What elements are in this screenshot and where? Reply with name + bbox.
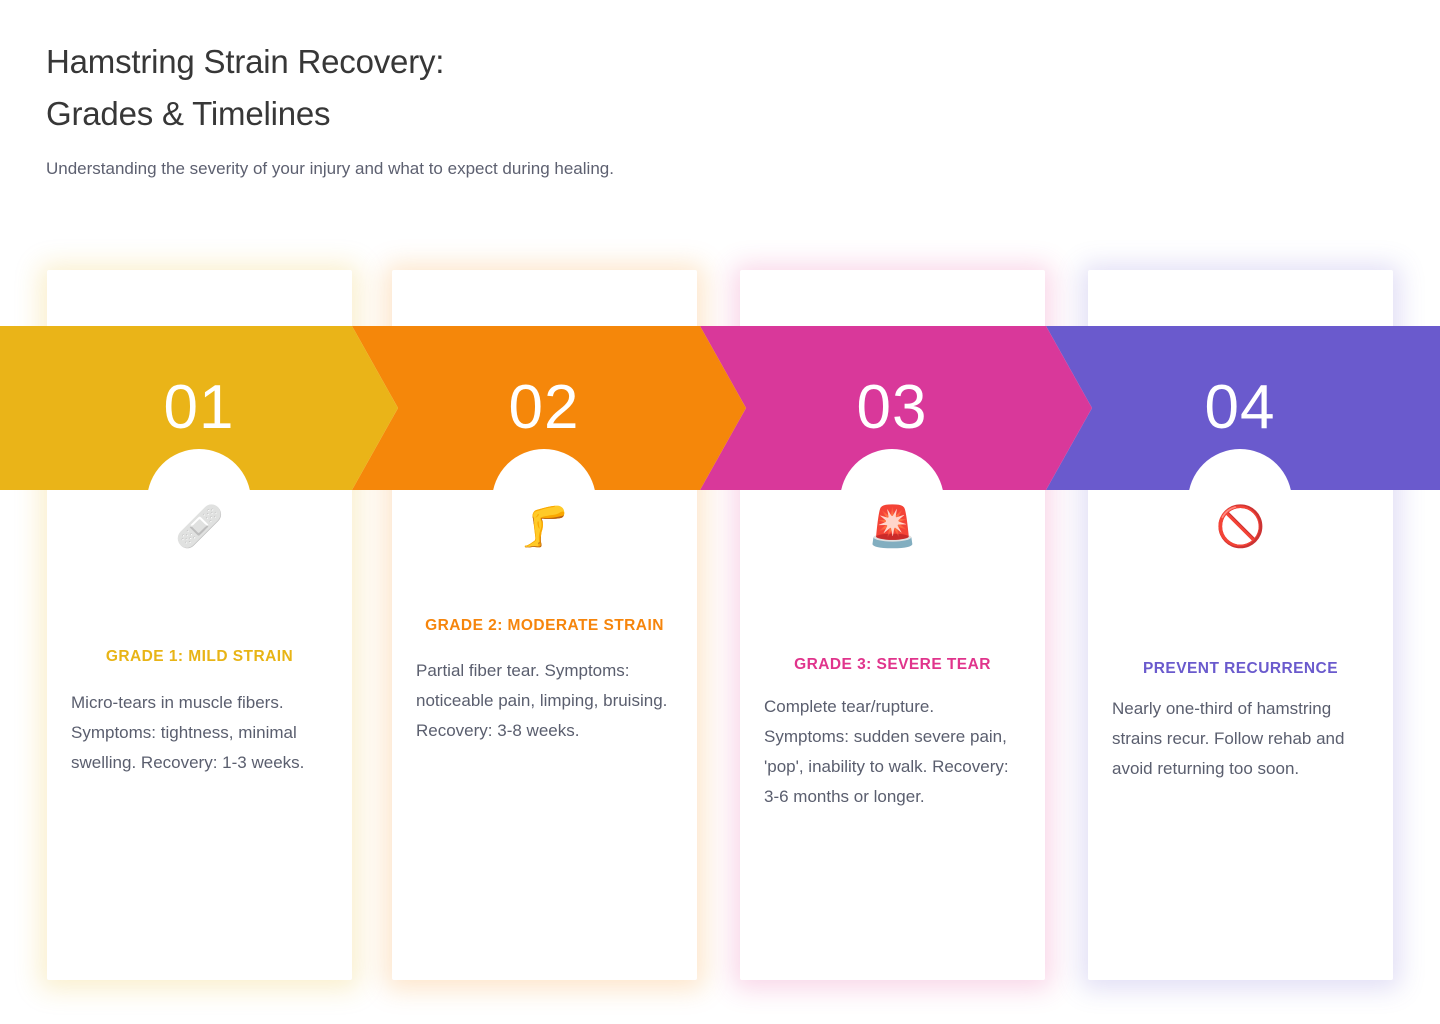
chevron-banner [0, 326, 1440, 490]
step-card-label-2: GRADE 2: MODERATE STRAIN [425, 617, 664, 634]
step-card-body-3: Complete tear/rupture. Symptoms: sudden … [764, 697, 1009, 806]
adhesive-bandage-icon: 🩹 [174, 505, 225, 549]
chevron-step-4 [1046, 326, 1440, 490]
prohibited-icon: 🚫 [1215, 505, 1266, 549]
step-card-label-3: GRADE 3: SEVERE TEAR [794, 656, 991, 673]
page-header: Hamstring Strain Recovery: Grades & Time… [46, 36, 806, 183]
chevron-step-2 [352, 326, 746, 490]
step-card-body-1: Micro-tears in muscle fibers. Symptoms: … [71, 693, 305, 772]
page-subtitle: Understanding the severity of your injur… [46, 159, 614, 178]
chevron-step-1 [0, 326, 398, 490]
step-card-body-2: Partial fiber tear. Symptoms: noticeable… [416, 661, 668, 740]
page-title-line-2: Grades & Timelines [46, 95, 331, 132]
step-card-body-4: Nearly one-third of hamstring strains re… [1112, 699, 1345, 778]
police-car-light-icon: 🚨 [867, 505, 918, 549]
step-card-label-1: GRADE 1: MILD STRAIN [105, 648, 294, 665]
leg-icon: 🦵 [519, 505, 570, 549]
page-title-line-1: Hamstring Strain Recovery: [46, 43, 445, 80]
step-card-label-4: PREVENT RECURRENCE [1143, 660, 1338, 677]
chevron-step-3 [700, 326, 1092, 490]
